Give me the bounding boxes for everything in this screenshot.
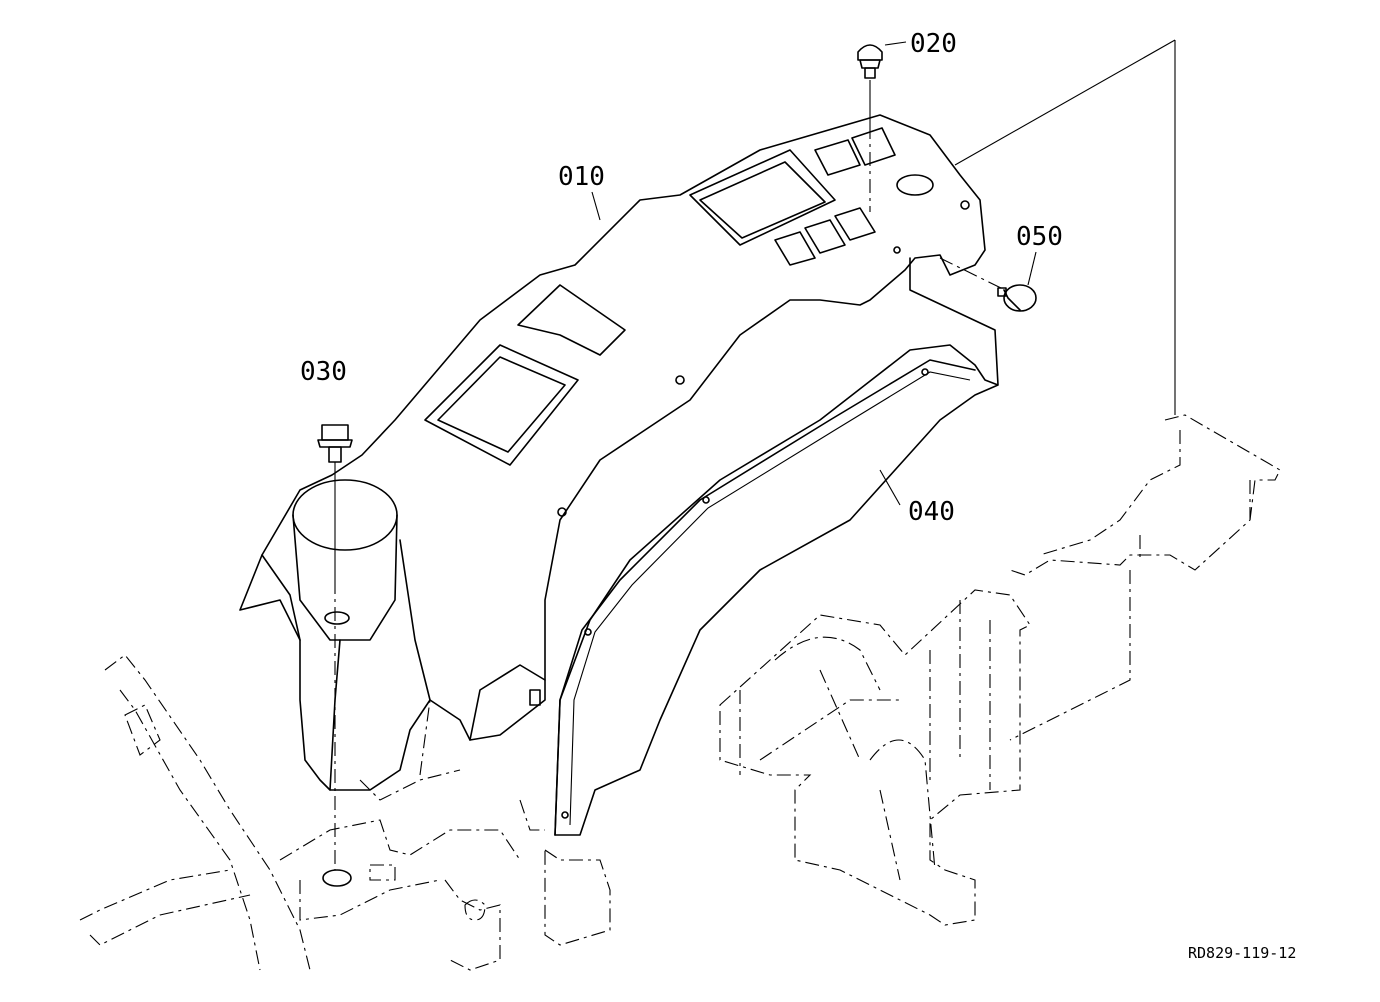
part-labels: 020 010 050 030 040 RD829-119-12	[300, 29, 1296, 962]
label-010: 010	[558, 162, 605, 192]
bolt-030[interactable]	[317, 424, 353, 887]
lower-mechanism-phantom	[719, 589, 1031, 926]
console-cover-010[interactable]	[239, 114, 986, 791]
label-020: 020	[910, 29, 957, 59]
reference-code: RD829-119-12	[1188, 944, 1296, 962]
clip-050[interactable]	[939, 257, 1037, 312]
side-panel-040[interactable]	[554, 257, 999, 836]
bolt-020[interactable]	[857, 44, 883, 212]
bracket-phantom	[1009, 414, 1281, 741]
label-040: 040	[908, 497, 955, 527]
reference-lines	[954, 39, 1176, 415]
frame-phantom	[79, 654, 611, 971]
label-030: 030	[300, 357, 347, 387]
label-050: 050	[1016, 222, 1063, 252]
